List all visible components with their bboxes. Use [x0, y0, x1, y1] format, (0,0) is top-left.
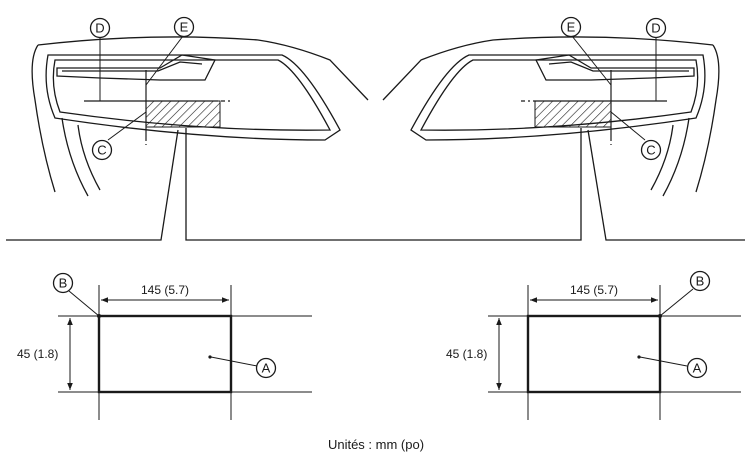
callout-d-right: D	[651, 21, 660, 36]
callout-circles	[52, 16, 711, 379]
left-body-side	[31, 44, 56, 193]
right-hatched-zone	[534, 100, 612, 128]
right-height-label: 45 (1.8)	[446, 347, 487, 361]
right-lens-inner	[419, 59, 699, 131]
ground-projection-line	[6, 128, 745, 241]
right-lens-outer	[410, 54, 706, 141]
right-headlamp	[382, 36, 720, 197]
left-headlamp	[31, 36, 369, 197]
left-body-outline	[37, 36, 369, 101]
callout-e-left: E	[180, 20, 189, 35]
callout-b-right: B	[696, 274, 705, 289]
left-height-label: 45 (1.8)	[17, 347, 58, 361]
right-drl-strip	[535, 54, 695, 81]
right-body-side	[695, 44, 720, 193]
callout-c-right: C	[646, 143, 655, 158]
callout-c-left: C	[97, 143, 106, 158]
left-leaders	[99, 35, 184, 141]
left-width-label: 145 (5.7)	[141, 283, 189, 297]
left-target-rect	[97, 314, 233, 394]
right-target-rect	[526, 314, 662, 394]
callout-a-left: A	[262, 361, 271, 376]
right-width-label: 145 (5.7)	[570, 283, 618, 297]
units-note: Unités : mm (po)	[328, 437, 424, 452]
left-hatched-zone	[145, 100, 221, 128]
callout-a-right: A	[693, 361, 702, 376]
right-target-box	[488, 285, 741, 420]
callout-e-right: E	[567, 20, 576, 35]
callout-b-left: B	[59, 276, 68, 291]
left-lens-outer	[45, 54, 341, 141]
left-lens-inner	[52, 59, 332, 131]
left-drl-strip	[56, 54, 216, 81]
right-leaders	[571, 35, 657, 141]
left-target-box	[58, 285, 312, 420]
callout-d-left: D	[95, 21, 104, 36]
